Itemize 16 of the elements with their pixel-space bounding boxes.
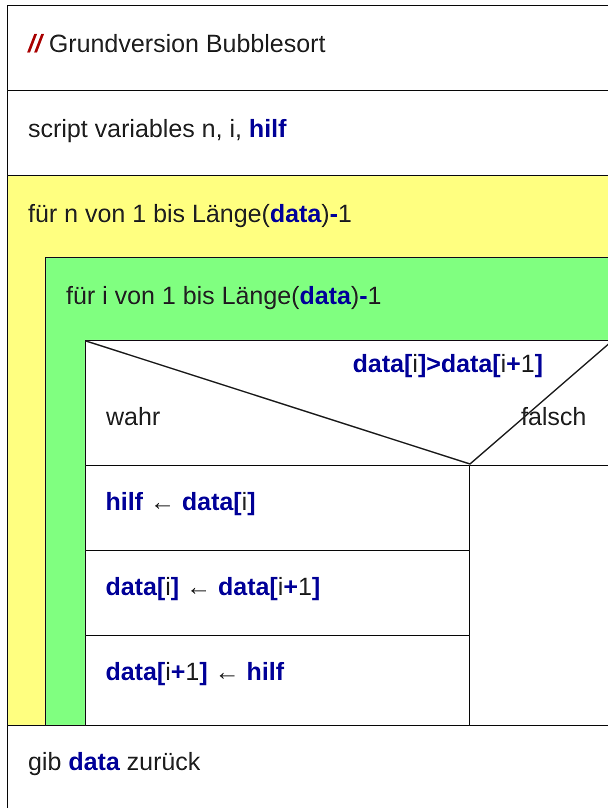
decision-block <box>85 340 608 727</box>
statement-text: data[i] ← data[i+1] <box>106 572 320 602</box>
statement-text: für i von 1 bis Länge(data)-1 <box>66 281 382 311</box>
branch-label: falsch <box>521 402 586 432</box>
comment-block <box>7 5 608 91</box>
statement-text: für n von 1 bis Länge(data)-1 <box>28 199 352 229</box>
statement-text: script variables n, i, hilf <box>28 114 286 144</box>
statement-text: hilf ← data[i] <box>106 486 256 516</box>
loop-block <box>45 257 608 727</box>
loop-block <box>7 175 608 726</box>
statement-text: gib data zurück <box>28 747 200 777</box>
statement-text: // Grundversion Bubblesort <box>28 29 326 59</box>
branch-label: wahr <box>106 402 160 432</box>
condition-text: data[i]>data[i+1] <box>352 349 543 379</box>
statement-text: data[i+1] ← hilf <box>106 656 284 686</box>
statement-block <box>7 725 608 808</box>
